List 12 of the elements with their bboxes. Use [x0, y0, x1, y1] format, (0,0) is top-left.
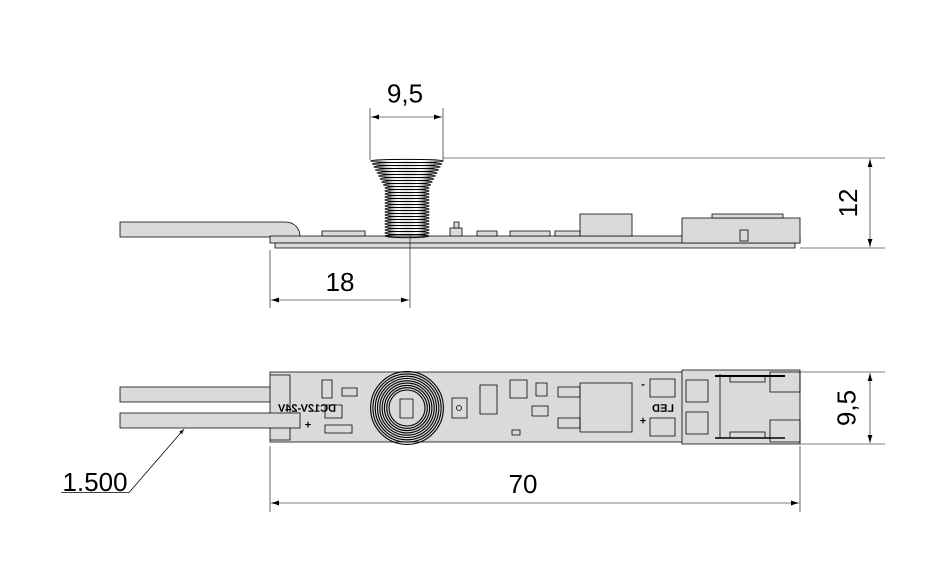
silkscreen-text: LED: [652, 404, 674, 412]
wire-strip: [120, 412, 300, 428]
dimension-label: 9,5: [837, 391, 859, 425]
leader-line: [60, 429, 184, 493]
dimension-label: 12: [838, 190, 858, 216]
silkscreen-text: +: [640, 418, 646, 424]
silkscreen-text: DC12V-24V: [278, 404, 336, 412]
silkscreen-text: -: [642, 384, 644, 386]
dimension-label: 9,5: [388, 84, 422, 106]
dimension-label: 18: [328, 272, 354, 292]
dimension-label: 70: [510, 474, 536, 494]
dimension-label: 1.500: [64, 472, 127, 492]
